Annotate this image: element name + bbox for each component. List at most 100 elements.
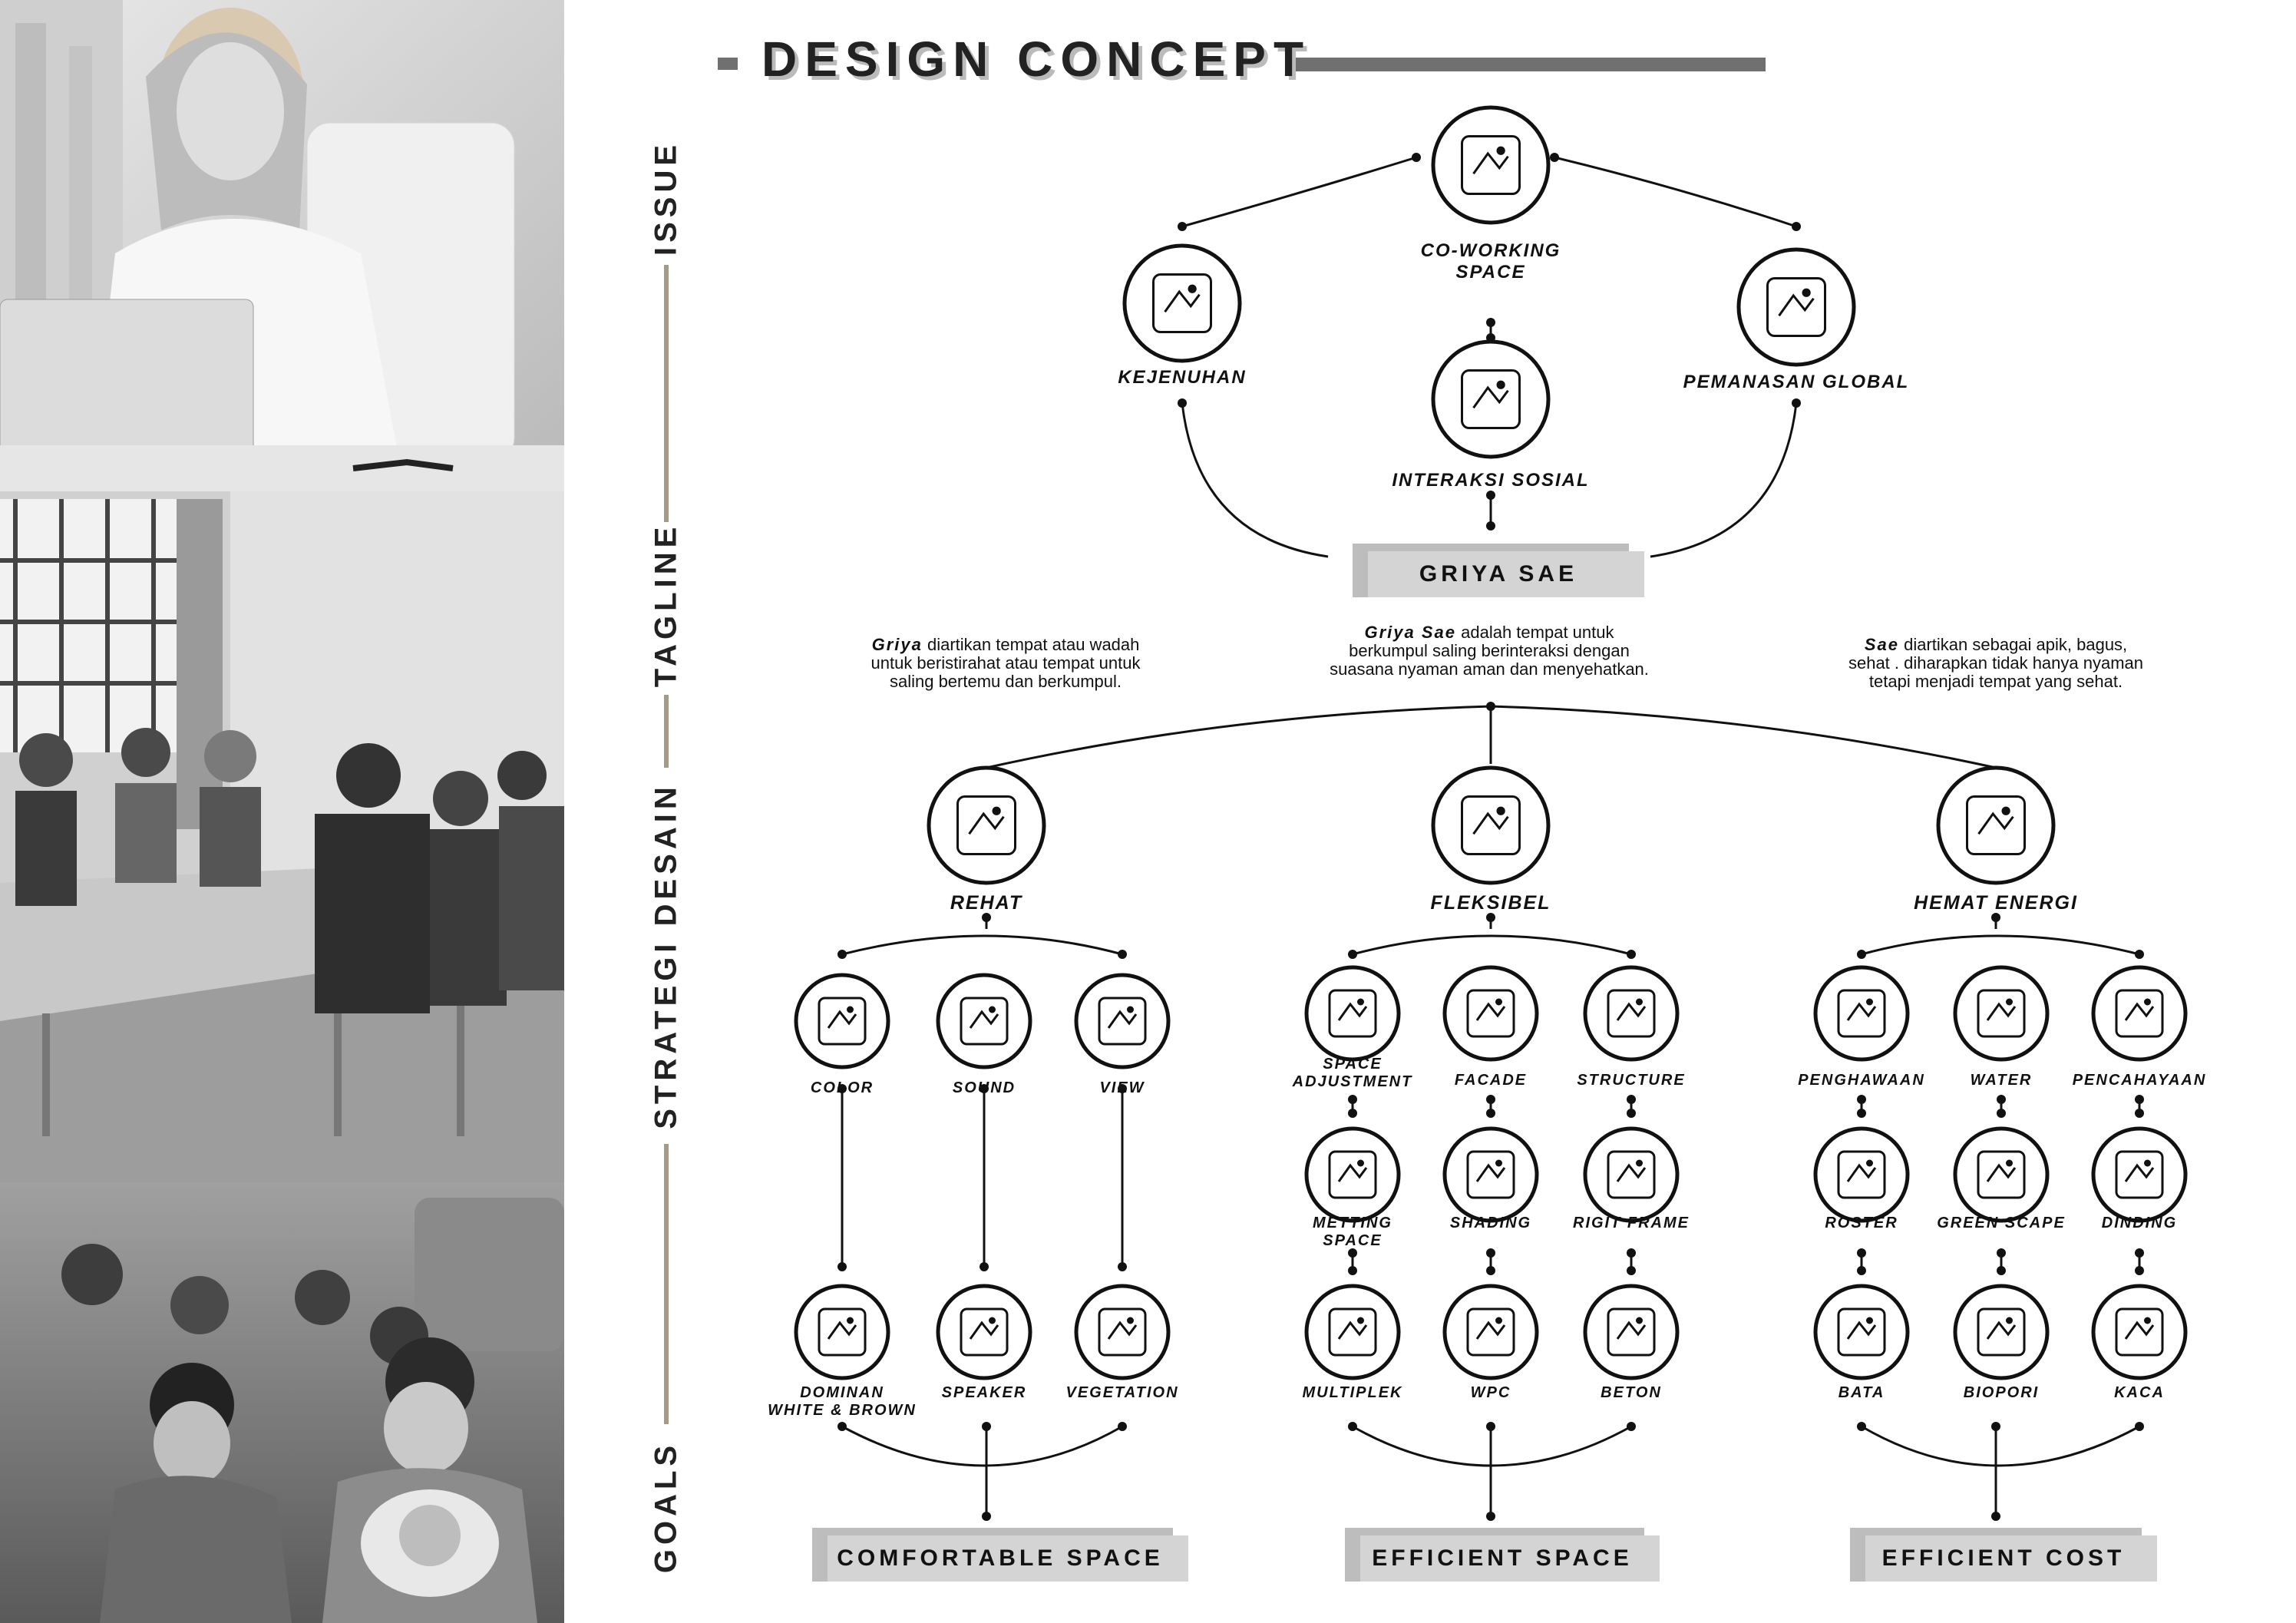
connector-dot <box>1857 1266 1866 1275</box>
title-bar <box>1296 58 1766 71</box>
title-marker <box>718 58 738 70</box>
brick-wall-icon <box>2115 1150 2164 1199</box>
connector-dot <box>1857 1095 1866 1104</box>
griya-sae-bold: Griya Sae <box>1364 623 1457 642</box>
global-warming-icon <box>1766 277 1826 337</box>
connector-dot <box>1348 1095 1357 1104</box>
connector-dot <box>1118 1422 1127 1431</box>
efficient-cost-tag: EFFICIENT COST <box>1881 1545 2126 1571</box>
connector-dot <box>2135 1248 2144 1258</box>
strategy-1-item-0-label: SPACE ADJUSTMENT <box>1292 1056 1413 1090</box>
connector-dot <box>1486 1109 1495 1118</box>
connector-dot <box>2135 1095 2144 1104</box>
icon-circle <box>2091 965 2188 1062</box>
connector-dot <box>1857 1248 1866 1258</box>
connector-dot <box>1412 153 1421 162</box>
connector-dot <box>1348 1109 1357 1118</box>
connector-dot <box>1627 1248 1636 1258</box>
comfortable-space-tag: COMFORTABLE SPACE <box>837 1545 1164 1571</box>
strategy-2-mid-0-label: ROSTER <box>1825 1215 1898 1231</box>
connector-dot <box>1486 913 1495 922</box>
ventilation-icon <box>1837 989 1886 1038</box>
connector-dot <box>1997 1095 2006 1104</box>
bulb-leaf-icon <box>1966 795 2026 855</box>
strategy-1-mid-2-label: RIGIT FRAME <box>1573 1215 1690 1231</box>
icon-circle <box>1583 965 1680 1062</box>
connector-dot <box>982 1512 991 1521</box>
speaker-icon <box>960 1307 1009 1357</box>
connector-dot <box>837 1084 847 1093</box>
strategy-2-bottom-0-label: BATA <box>1838 1384 1885 1401</box>
griya-sae-tag-box <box>1368 551 1644 597</box>
meeting-icon <box>1328 1150 1377 1199</box>
icon-circle <box>1074 973 1171 1069</box>
connector-dot <box>1857 1422 1866 1431</box>
fountain-icon <box>1977 989 2026 1038</box>
icon-circle <box>936 1284 1032 1380</box>
connector-dot <box>1118 1262 1127 1271</box>
connector-dot <box>1486 521 1495 531</box>
connector-dot <box>2135 1266 2144 1275</box>
sae-bold: Sae <box>1864 635 1899 654</box>
leaf-icon <box>1098 1307 1147 1357</box>
brick-icon <box>1837 1307 1886 1357</box>
griya-sae-text: adalah tempat untuk berkumpul saling ber… <box>1330 623 1649 679</box>
efficient-space-tag: EFFICIENT SPACE <box>1372 1545 1633 1571</box>
pemanasan-label: PEMANASAN GLOBAL <box>1683 372 1910 392</box>
issue-arc-right <box>1554 156 1797 228</box>
connector-dot <box>1486 1095 1495 1104</box>
structure-icon <box>1607 989 1656 1038</box>
strategy-2-goal-curve <box>1861 1425 2140 1467</box>
strategy-0-bottom-1-label: SPEAKER <box>941 1384 1027 1401</box>
connector-dot <box>1792 222 1801 231</box>
issue-arc-left <box>1181 156 1417 228</box>
strategy-1-title: FLEKSIBEL <box>1430 892 1551 914</box>
icon-circle <box>1953 1126 2050 1223</box>
griya-sae-tag: GRIYA SAE <box>1419 561 1578 587</box>
icon-circle <box>936 973 1032 1069</box>
strategy-2-branch <box>1861 934 2140 956</box>
sprinkler-icon <box>1977 1150 2026 1199</box>
connector-dot <box>1627 950 1636 959</box>
connector-dot <box>2135 1422 2144 1431</box>
icon-circle <box>794 973 890 1069</box>
connector-dot <box>837 1422 847 1431</box>
strategy-1-bottom-0-label: MULTIPLEK <box>1302 1384 1403 1401</box>
icon-circle <box>1953 1284 2050 1380</box>
strategy-1-mid-0-label: METTING SPACE <box>1313 1215 1392 1249</box>
page-title: DESIGN CONCEPT <box>761 31 1312 87</box>
icon-circle <box>1304 965 1401 1062</box>
issue-curve-right <box>1650 402 1798 558</box>
connector-dot <box>982 913 991 922</box>
connector-dot <box>1486 491 1495 500</box>
connector-dot <box>837 950 847 959</box>
icon-circle <box>1813 1126 1910 1223</box>
strategy-0-item-2-label: VIEW <box>1099 1079 1145 1096</box>
connector-dot <box>1857 1109 1866 1118</box>
social-interaction-icon <box>1461 369 1521 429</box>
connector-dot <box>1991 1512 2000 1521</box>
icon-circle <box>1431 339 1551 459</box>
icon-circle <box>1442 965 1539 1062</box>
icon-circle <box>1122 243 1242 363</box>
strategy-1-bottom-1-label: WPC <box>1470 1384 1511 1401</box>
griya-paragraph: Griya diartikan tempat atau wadah untuk … <box>871 636 1141 691</box>
connector-dot <box>837 1262 847 1271</box>
kejenuhan-label: KEJENUHAN <box>1118 367 1247 388</box>
connector-dot <box>1348 1266 1357 1275</box>
connector-dot <box>1792 398 1801 408</box>
connector-dot <box>1486 1266 1495 1275</box>
connector-dot <box>1348 1248 1357 1258</box>
connector-dot <box>1627 1422 1636 1431</box>
connector-dot <box>1486 702 1495 711</box>
sae-text: diartikan sebagai apik, bagus, sehat . d… <box>1848 635 2144 691</box>
connector-dot <box>980 1262 989 1271</box>
tired-person-icon <box>1152 273 1212 333</box>
icon-circle <box>1304 1284 1401 1380</box>
icon-circle <box>1431 105 1551 225</box>
strategy-0-goal-curve <box>841 1425 1123 1467</box>
traffic-pollution-photo <box>0 1182 564 1623</box>
comfortable-space-tag-box <box>828 1535 1188 1582</box>
strategy-0-item-0-label: COLOR <box>810 1079 874 1096</box>
